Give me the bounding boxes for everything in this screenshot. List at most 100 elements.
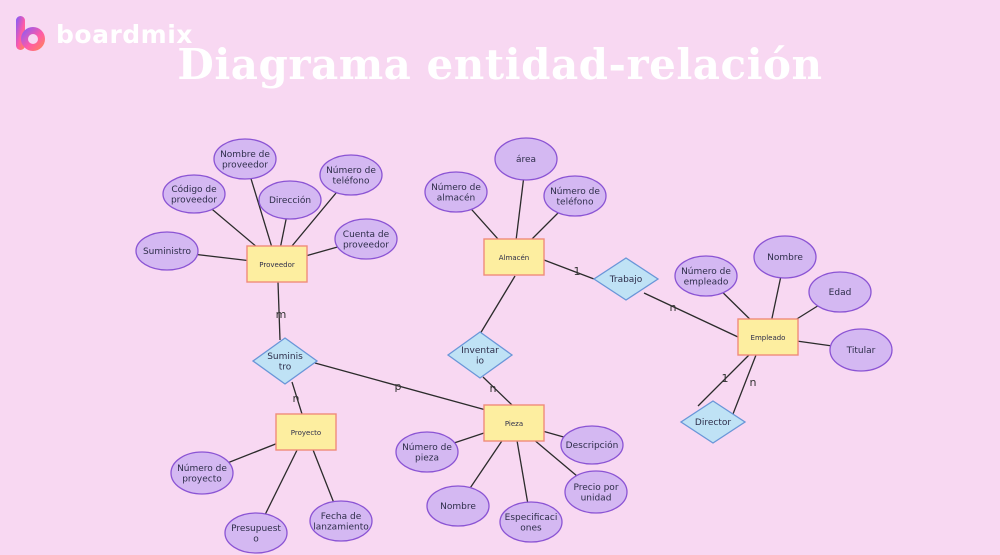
cardinality-one_trabajo: 1: [574, 265, 581, 278]
attribute-direccion: [258, 180, 322, 220]
attribute-label-precio_unidad-line: unidad: [581, 493, 612, 503]
attribute-area: [494, 137, 558, 181]
attribute-edad: [808, 271, 872, 313]
attribute-label-numero_telefono_alm-line: teléfono: [557, 196, 594, 207]
relationship-trabajo: [592, 257, 660, 301]
entity-label-pieza-line: Pieza: [505, 420, 523, 428]
attribute-numero_almacen: [424, 171, 488, 213]
attribute-numero_proyecto: [170, 451, 234, 495]
entity-pieza: [483, 404, 545, 442]
page-title: Diagrama entidad-relación: [177, 40, 823, 89]
entity-label-proveedor: Proveedor: [259, 261, 295, 269]
edge-empleado-director-1: [697, 354, 750, 407]
entity-label-pieza: Pieza: [505, 420, 523, 428]
cardinality-m: m: [276, 308, 287, 321]
attribute-label-nombre_proveedor-line: Nombre de: [220, 150, 270, 160]
attribute-label-titular-line: Titular: [846, 346, 876, 356]
attribute-label-nombre_emp-line: Nombre: [767, 253, 803, 263]
attribute-label-codigo_proveedor-line: proveedor: [171, 195, 217, 205]
attribute-codigo_proveedor: [162, 174, 226, 214]
edge-suministro-proyecto: [291, 381, 303, 415]
attribute-label-descripcion-line: Descripción: [566, 440, 619, 451]
relationship-suministro: [251, 337, 319, 385]
entity-label-almacen: Almacén: [499, 254, 529, 262]
attribute-label-numero_pieza-line: Número de: [402, 443, 452, 453]
attribute-label-fecha_lanzamiento-line: lanzamiento: [313, 522, 369, 532]
attribute-label-edad: Edad: [829, 288, 852, 298]
attribute-label-numero_proyecto-line: proyecto: [182, 474, 222, 484]
attribute-label-cuenta_proveedor-line: proveedor: [343, 240, 389, 250]
attribute-especificaciones: [499, 501, 563, 543]
attribute-label-numero_empleado-line: Número de: [681, 267, 731, 277]
attribute-descripcion: [560, 425, 624, 465]
relationship-label-suministro-line: Suminis: [267, 352, 303, 362]
attribute-precio_unidad: [564, 470, 628, 514]
attribute-label-numero_pieza-line: pieza: [415, 453, 439, 463]
attribute-label-numero_proyecto-line: Número de: [177, 464, 227, 474]
relationship-director: [679, 400, 747, 444]
attribute-nombre_proveedor: [213, 138, 277, 180]
attribute-nombre_emp: [753, 235, 817, 279]
attribute-label-edad-line: Edad: [829, 288, 852, 298]
attribute-nombre_pieza: [426, 485, 490, 527]
attribute-label-direccion-line: Dirección: [269, 195, 311, 206]
relationship-label-director: Director: [695, 418, 731, 428]
attribute-suministro_attr: [135, 231, 199, 271]
attribute-label-fecha_lanzamiento-line: Fecha de: [321, 512, 362, 522]
attribute-label-suministro_attr-line: Suministro: [143, 247, 192, 257]
attribute-label-nombre_pieza-line: Nombre: [440, 502, 476, 512]
attribute-fecha_lanzamiento: [309, 500, 373, 542]
cardinality-n_director: n: [750, 376, 757, 389]
relationship-label-suministro-line: tro: [279, 362, 292, 372]
attribute-label-numero_telefono_alm-line: Número de: [550, 187, 600, 197]
attribute-label-cuenta_proveedor-line: Cuenta de: [343, 230, 390, 240]
attribute-numero_empleado: [674, 255, 738, 297]
attribute-label-suministro_attr: Suministro: [143, 247, 192, 257]
attribute-label-codigo_proveedor-line: Código de: [171, 184, 217, 195]
entity-label-empleado: Empleado: [751, 334, 786, 342]
attribute-label-nombre_pieza: Nombre: [440, 502, 476, 512]
relationship-label-trabajo: Trabajo: [609, 275, 643, 285]
edge-trabajo-empleado: [643, 292, 739, 338]
relationship-label-trabajo-line: Trabajo: [609, 275, 643, 285]
attribute-label-titular: Titular: [846, 346, 876, 356]
attribute-label-numero_almacen-line: Número de: [431, 183, 481, 193]
boardmix-logo: boardmix: [14, 14, 193, 54]
edge-proveedor-suministro: [277, 281, 281, 341]
relationship-label-inventario-line: io: [476, 356, 485, 366]
entity-proveedor: [246, 245, 308, 283]
attribute-label-especificaciones-line: ones: [520, 523, 542, 533]
attribute-numero_telefono_alm: [543, 175, 607, 217]
attribute-label-direccion: Dirección: [269, 195, 311, 206]
entity-label-proyecto: Proyecto: [291, 429, 321, 437]
relationship-label-inventario-line: Inventar: [461, 346, 499, 356]
attribute-label-especificaciones-line: Especificaci: [505, 513, 558, 523]
relationship-inventario: [446, 331, 514, 379]
edge-almacen-inventario: [479, 275, 516, 335]
attribute-numero_pieza: [395, 431, 459, 473]
attribute-label-nombre_emp: Nombre: [767, 253, 803, 263]
edge-suministro-pieza: [314, 362, 487, 411]
attribute-numero_telefono_prov: [319, 154, 383, 196]
relationship-label-director-line: Director: [695, 418, 731, 428]
cardinality-one_director: 1: [722, 372, 729, 385]
cardinality-n_pieza: n: [490, 382, 497, 395]
attribute-label-area-line: área: [516, 155, 536, 165]
entity-proyecto: [275, 413, 337, 451]
entity-label-proyecto-line: Proyecto: [291, 429, 321, 437]
